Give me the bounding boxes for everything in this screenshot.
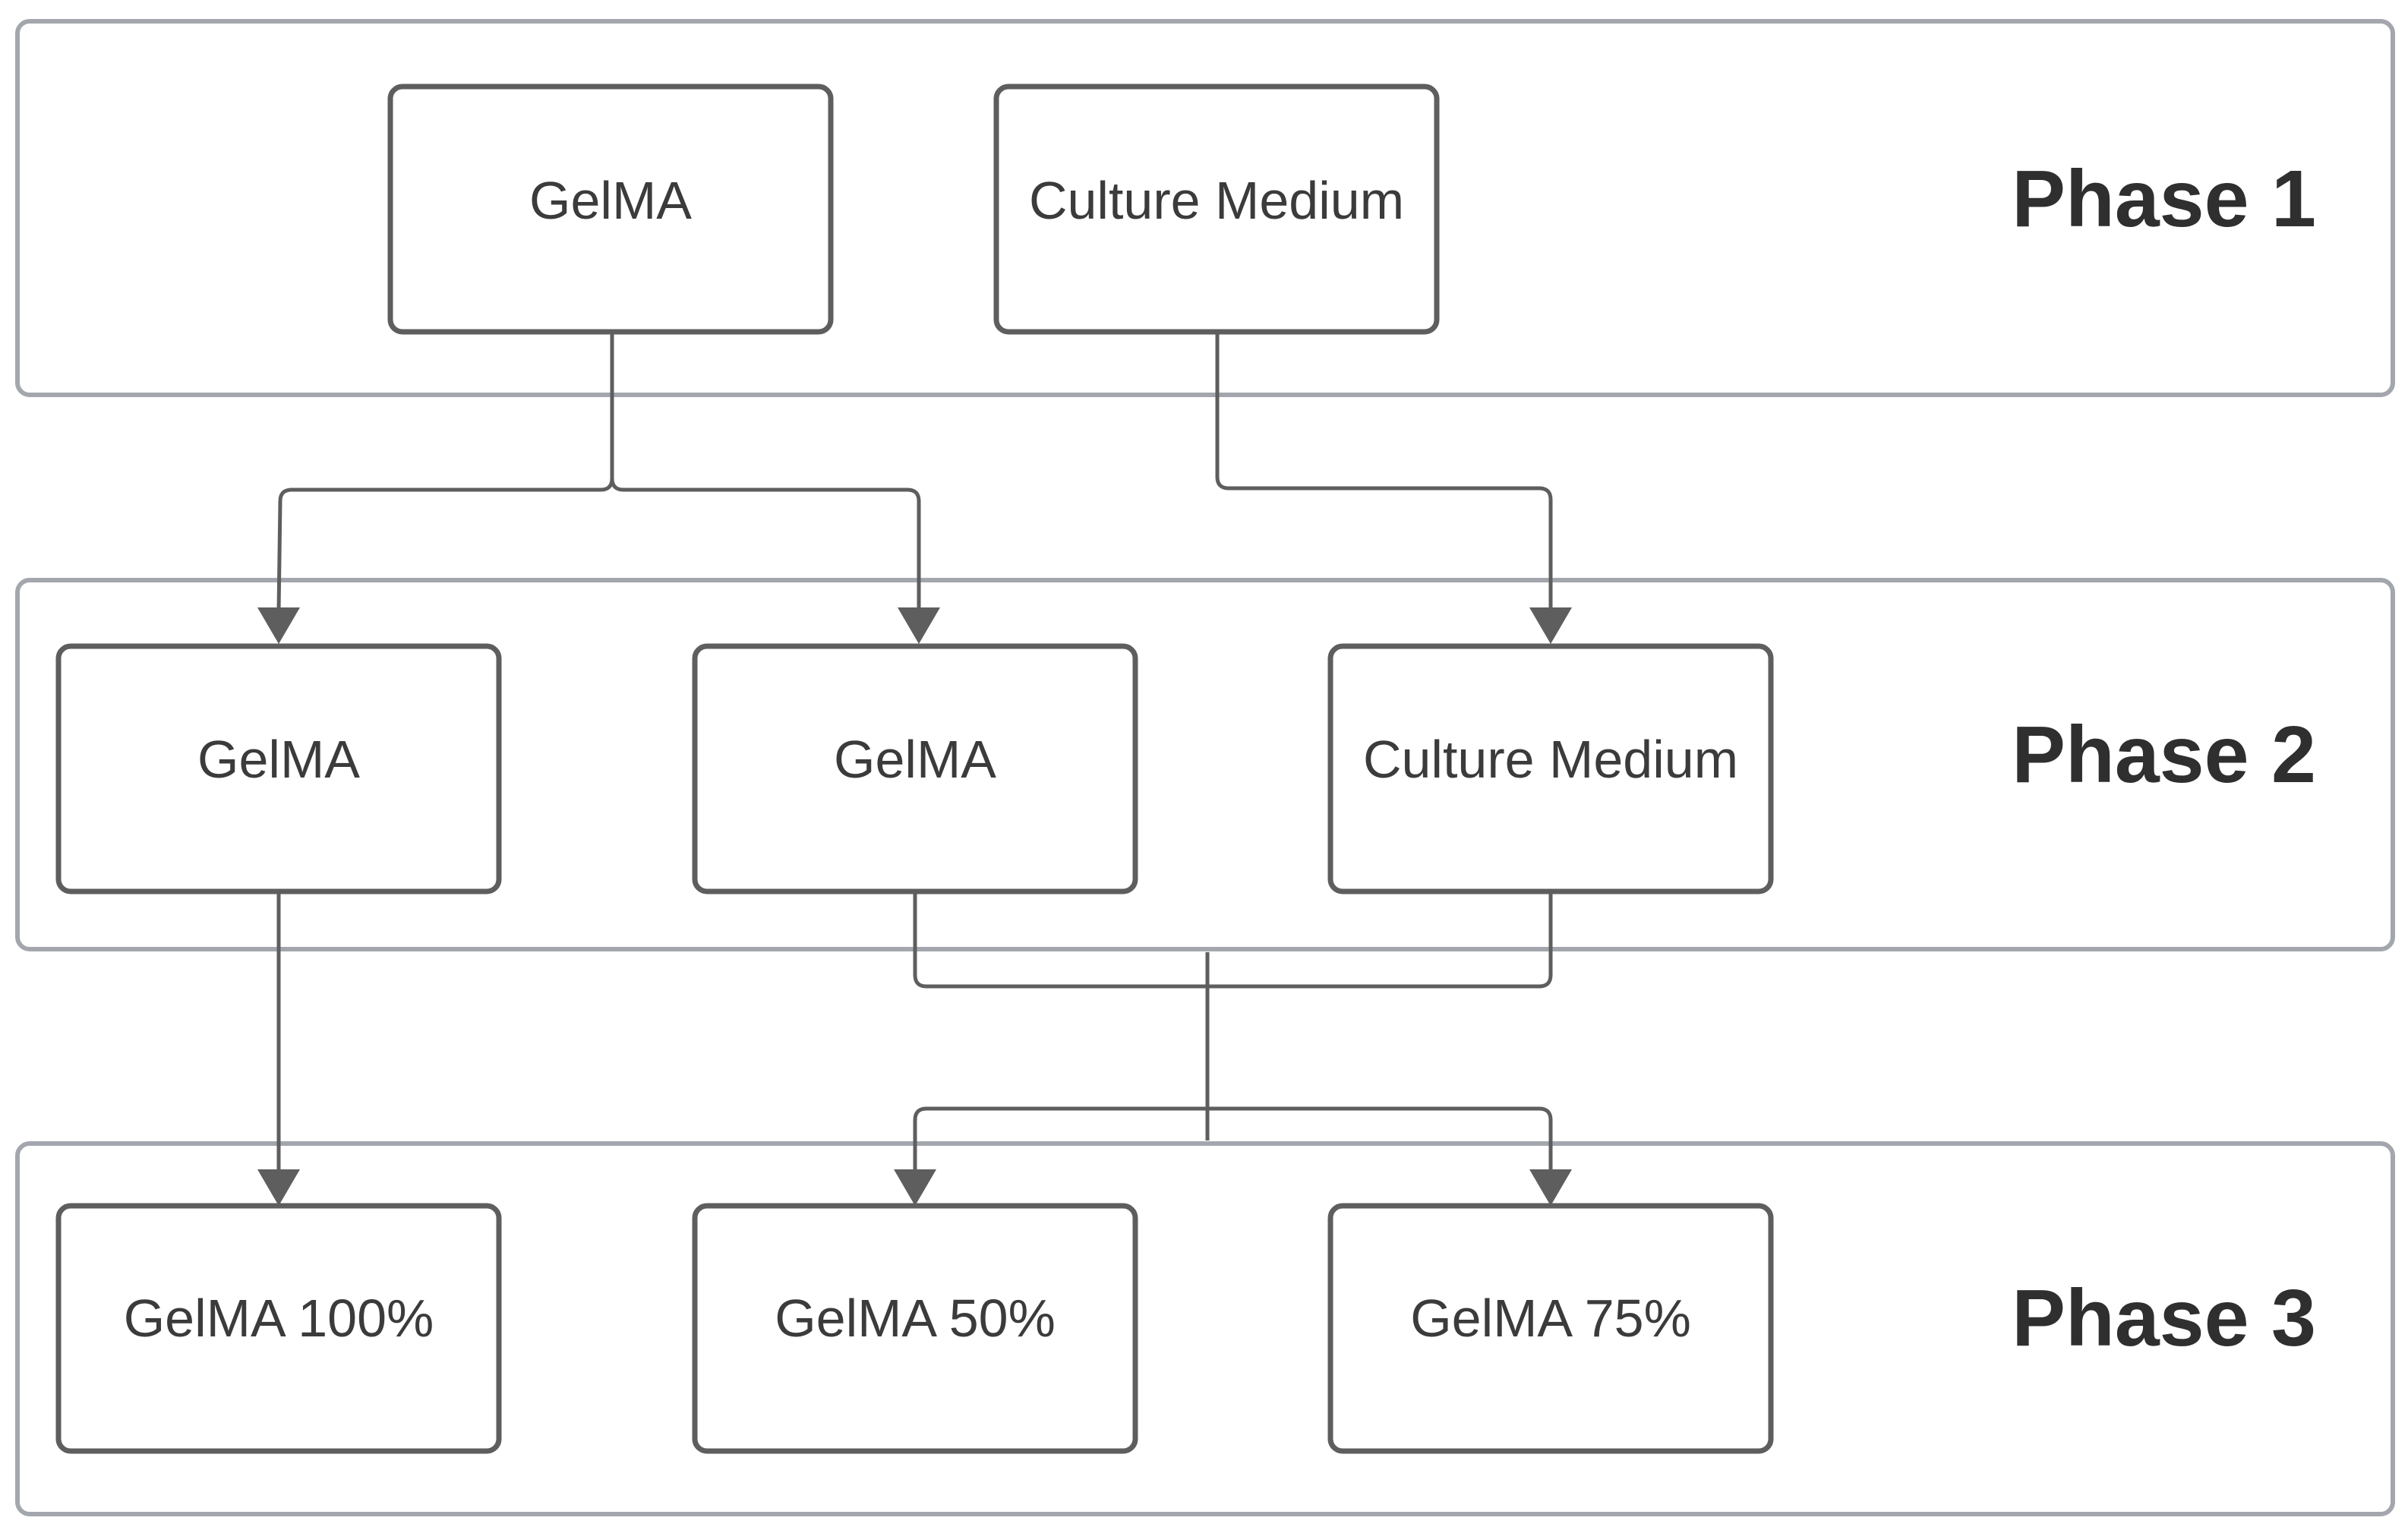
node-box (692, 1203, 1138, 1454)
node-box (1327, 1203, 1774, 1454)
node-box (55, 1203, 502, 1454)
node-label: GelMA 100% (124, 1289, 434, 1348)
node-box (993, 84, 1440, 335)
node-label: GelMA 50% (775, 1289, 1056, 1348)
arrowhead (1529, 607, 1572, 644)
node-label: Culture Medium (1363, 730, 1738, 789)
node-box (1327, 643, 1774, 894)
node-label: GelMA (834, 730, 996, 789)
arrowhead (894, 1169, 936, 1206)
phase-3-label: Phase 3 (2012, 1273, 2316, 1363)
phase-1-label: Phase 1 (2012, 154, 2316, 244)
node-label: GelMA (529, 171, 692, 230)
node-label: GelMA 75% (1410, 1289, 1691, 1348)
arrowhead (898, 607, 940, 644)
connector-medium (1215, 332, 1553, 612)
connector-merge (913, 891, 1553, 989)
connector-gelma-split-right (610, 478, 921, 612)
phase-2-frame (15, 578, 2395, 951)
node-box (692, 643, 1138, 894)
phase-3-frame (15, 1141, 2395, 1516)
arrowhead (257, 607, 300, 644)
node-box (55, 643, 502, 894)
phase-2-label: Phase 2 (2012, 710, 2316, 800)
node-box (387, 84, 834, 335)
node-label: GelMA (197, 730, 360, 789)
arrowhead (1529, 1169, 1572, 1206)
connector-split-down (913, 1106, 1553, 1174)
arrowhead (257, 1169, 300, 1206)
node-label: Culture Medium (1029, 171, 1404, 230)
